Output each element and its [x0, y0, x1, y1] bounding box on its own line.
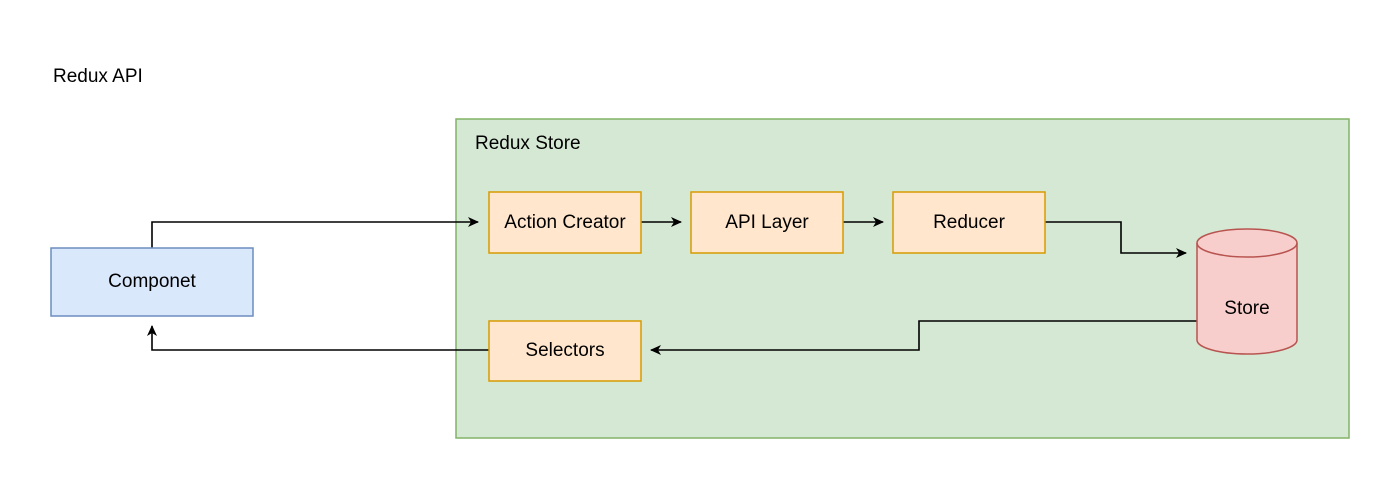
node-store-cylinder-rim	[1196, 242, 1298, 258]
node-store-label: Store	[1224, 298, 1269, 319]
edges	[147, 217, 1197, 355]
edge-component-to-action-creator	[151, 217, 479, 248]
node-selectors: Selectors	[488, 320, 642, 382]
node-api-layer: API Layer	[690, 191, 844, 254]
edge-selectors-to-component	[147, 325, 489, 351]
node-action-creator-label: Action Creator	[504, 212, 626, 233]
redux-store-label: Redux Store	[475, 133, 581, 154]
node-selectors-box	[488, 320, 642, 382]
node-store: Store	[1196, 228, 1298, 355]
node-reducer-label: Reducer	[933, 212, 1005, 233]
node-component-box	[50, 247, 254, 317]
node-action-creator-box	[488, 191, 642, 254]
node-component-label: Componet	[108, 271, 196, 292]
node-selectors-label: Selectors	[525, 340, 604, 361]
node-api-layer-box	[690, 191, 844, 254]
node-action-creator: Action Creator	[488, 191, 642, 254]
diagram-title: Redux API	[53, 66, 143, 87]
node-reducer: Reducer	[892, 191, 1046, 254]
edge-store-to-selectors	[650, 320, 1197, 355]
edge-reducer-to-store	[1045, 221, 1187, 258]
node-api-layer-label: API Layer	[725, 212, 809, 233]
node-store-cylinder-body	[1196, 228, 1298, 355]
node-component: Componet	[50, 247, 254, 317]
node-reducer-box	[892, 191, 1046, 254]
